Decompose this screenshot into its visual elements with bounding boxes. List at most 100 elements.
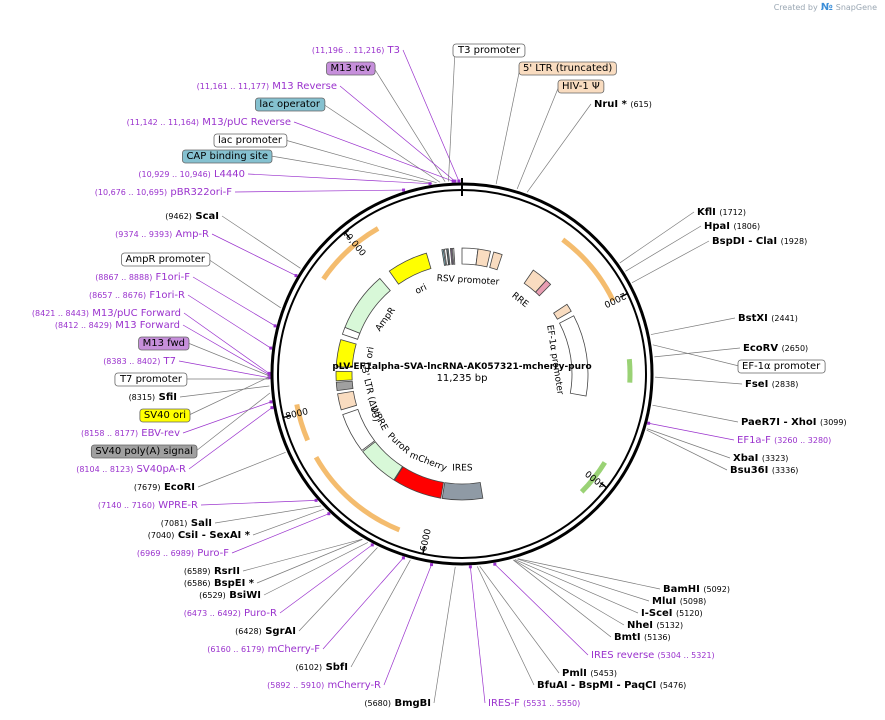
feature-m13-rev[interactable] [449,248,454,265]
map-label-pbr322ori-f[interactable]: (10,676 .. 10,695) pBR322ori-F [95,187,232,198]
feature-t3-promoter[interactable] [452,247,456,265]
primer-marker [468,565,472,569]
leader-line [214,505,322,524]
feature-3-ltr-u3[interactable] [337,390,358,411]
leader-line [448,49,456,182]
map-label-f1ori-r[interactable]: (8657 .. 8676) F1ori-R [89,290,185,301]
map-label-wpre-r[interactable]: (7140 .. 7160) WPRE-R [98,500,198,511]
map-label-m13-puc-reverse[interactable]: (11,142 .. 11,164) M13/pUC Reverse [127,117,291,128]
map-label-bsiwi[interactable]: (6529) BsiWI [199,590,261,601]
map-label-pmli[interactable]: PmlI (5453) [562,668,617,679]
map-label-mlui[interactable]: MluI (5098) [652,596,706,607]
map-label-bspei[interactable]: (6586) BspEI * [184,578,255,589]
map-label-scai[interactable]: (9462) ScaI [165,211,219,222]
map-label-bsu36i[interactable]: Bsu36I (3336) [730,465,798,476]
map-label-nrui[interactable]: NruI * (615) [594,99,652,110]
map-label-xbai[interactable]: XbaI (3323) [733,453,788,464]
map-label-bamhi[interactable]: BamHI (5092) [663,584,730,595]
map-label-m13-rev[interactable]: M13 rev [326,61,376,76]
feature-wpre[interactable] [342,408,376,452]
map-label-ecorv[interactable]: EcoRV (2650) [743,343,808,354]
feature-5-ltr-truncated[interactable] [475,248,491,268]
leader-line [197,452,286,488]
feature-cap-binding-site[interactable] [441,248,447,266]
leader-line [631,240,710,284]
leader-line [234,189,404,193]
feature-puror[interactable] [362,441,404,481]
map-label-bstxi[interactable]: BstXI (2441) [738,313,798,324]
map-label-hpai[interactable]: HpaI (1806) [704,221,760,232]
leader-line [284,139,437,184]
label-coord: (8315) [129,393,156,402]
map-label-sv40-poly-a-signal[interactable]: SV40 poly(A) signal [90,444,198,459]
map-label-amp-r[interactable]: (9374 .. 9393) Amp-R [115,229,209,240]
map-label-hiv-1[interactable]: HIV-1 Ψ [557,79,605,94]
map-label-bmti[interactable]: BmtI (5136) [614,632,671,643]
map-label-t7[interactable]: (8383 .. 8402) T7 [103,356,176,367]
primer-marker [370,543,374,547]
map-label-sbfi[interactable]: (6102) SbfI [295,662,348,673]
feature-mcherry[interactable] [393,466,444,499]
map-label-sv40-ori[interactable]: SV40 ori [139,408,191,423]
label-text: (5892 .. 5910) mCherry-R [267,680,381,691]
map-label-sali[interactable]: (7081) SalI [161,518,212,529]
map-label-kfli[interactable]: KflI (1712) [697,207,746,218]
map-label-rsrii[interactable]: (6589) RsrII [184,566,240,577]
feature-f1-ori[interactable] [335,339,357,369]
leader-line [242,538,363,572]
map-label-f1ori-f[interactable]: (8867 .. 8888) F1ori-F [95,272,190,283]
map-label-cap-binding-site[interactable]: CAP binding site [182,149,273,164]
feature-lac-promoter[interactable] [443,248,449,266]
feature-lac-operator[interactable] [446,248,451,266]
map-label-bspdi-clai[interactable]: BspDI - ClaI (1928) [712,236,807,247]
map-label-lac-operator[interactable]: lac operator [255,97,326,112]
feature-rsv-promoter[interactable] [461,247,479,266]
map-label-mcherry-r[interactable]: (5892 .. 5910) mCherry-R [267,680,381,691]
map-label-mcherry-f[interactable]: (6160 .. 6179) mCherry-F [207,644,320,655]
feature-hiv-1[interactable] [489,251,503,271]
map-label-ampr-promoter[interactable]: AmpR promoter [121,252,211,267]
map-label-puro-r[interactable]: (6473 .. 6492) Puro-R [184,608,277,619]
map-label-t3[interactable]: (11,196 .. 11,216) T3 [312,45,400,56]
map-label-m13-puc-forward[interactable]: (8421 .. 8443) M13/pUC Forward [32,308,181,319]
feature-sv40-ori[interactable] [335,370,353,382]
map-label-ecori[interactable]: (7679) EcoRI [134,482,195,493]
map-label-t7-promoter[interactable]: T7 promoter [114,372,188,387]
map-label-l4440[interactable]: (10,929 .. 10,946) L4440 [138,169,245,180]
map-label-paer7i-xhoi[interactable]: PaeR7I - XhoI (3099) [741,417,847,428]
map-label-puro-f[interactable]: (6969 .. 6989) Puro-F [137,548,229,559]
feature-gp41-peptide[interactable] [535,279,552,297]
map-label-ires-reverse[interactable]: IRES reverse (5304 .. 5321) [591,650,715,661]
map-label-nhei[interactable]: NheI (5132) [627,620,683,631]
map-label-bfuai-bspmi-paqci[interactable]: BfuAI - BspMI - PaqCI (5476) [537,680,686,691]
feature-sv40-poly-a-signal[interactable] [335,380,354,392]
map-label-t3-promoter[interactable]: T3 promoter [452,43,526,58]
map-label-i-scei[interactable]: I-SceI (5120) [641,608,703,619]
map-label-m13-reverse[interactable]: (11,161 .. 11,177) M13 Reverse [197,81,337,92]
map-label-sfii[interactable]: (8315) SfiI [129,392,177,403]
feature-ampr[interactable] [344,277,391,334]
map-label-lac-promoter[interactable]: lac promoter [213,133,288,148]
feature-ef-1-promoter[interactable] [559,315,589,397]
label-text: EF1a-F (3260 .. 3280) [737,435,831,446]
feature-tag-box [139,408,191,423]
map-label-sv40pa-r[interactable]: (8104 .. 8123) SV40pA-R [76,464,186,475]
feature-ori[interactable] [388,252,432,285]
primer-marker [327,512,331,516]
orf-arc [579,461,607,494]
map-label-ires-f[interactable]: IRES-F (5531 .. 5550) [488,698,580,709]
map-label-bmgbi[interactable]: (5680) BmgBI [364,698,431,709]
map-label-ebv-rev[interactable]: (8158 .. 8177) EBV-rev [81,428,180,439]
map-label-ef1a-f[interactable]: EF1a-F (3260 .. 3280) [737,435,831,446]
map-label-m13-forward[interactable]: (8412 .. 8429) M13 Forward [55,320,180,331]
map-label-sgrai[interactable]: (6428) SgrAI [235,626,296,637]
map-label-m13-fwd[interactable]: M13 fwd [138,336,190,351]
feature-ires[interactable] [441,482,484,501]
map-label-csii-sexai[interactable]: (7040) CsiI - SexAI * [148,530,251,541]
map-label-ef-1-promoter[interactable]: EF-1α promoter [737,359,826,374]
feature-tag-box [121,252,211,267]
leader-line [650,317,736,335]
map-label-fsei[interactable]: FseI (2838) [745,379,798,390]
map-label-5-ltr-truncated[interactable]: 5' LTR (truncated) [518,61,617,76]
feature-cppt-cts[interactable] [553,303,572,320]
